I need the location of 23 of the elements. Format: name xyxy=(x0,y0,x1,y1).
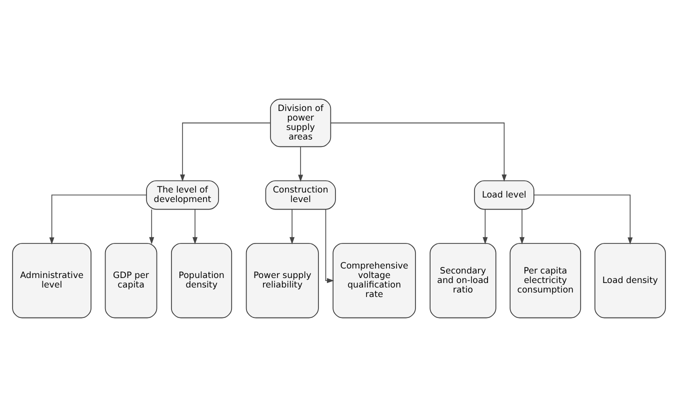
arrow xyxy=(149,209,154,244)
node-box: Comprehensive voltage qualification rate xyxy=(332,242,416,318)
arrow xyxy=(49,194,147,244)
node-box: Secondary and on-load ratio xyxy=(430,242,496,318)
arrow xyxy=(520,209,524,244)
node-box: Load level xyxy=(474,180,534,210)
node-box: Population density xyxy=(171,242,232,318)
node-box: Load density xyxy=(594,242,666,318)
arrow xyxy=(290,209,295,244)
arrow xyxy=(330,122,507,182)
arrow xyxy=(482,209,488,244)
arrow xyxy=(298,146,304,182)
arrow xyxy=(325,209,334,284)
node-box: Per capita electricity consumption xyxy=(510,242,582,318)
arrow xyxy=(192,209,198,244)
node-box: The level of development xyxy=(146,180,219,210)
arrow xyxy=(534,194,633,244)
arrow xyxy=(180,122,271,182)
node-box: Division of power supply areas xyxy=(270,98,332,148)
node-box: GDP per capita xyxy=(104,242,158,318)
node-box: Administrative level xyxy=(12,242,92,318)
node-box: Construction level xyxy=(265,180,336,210)
node-box: Power supply reliability xyxy=(246,242,319,318)
